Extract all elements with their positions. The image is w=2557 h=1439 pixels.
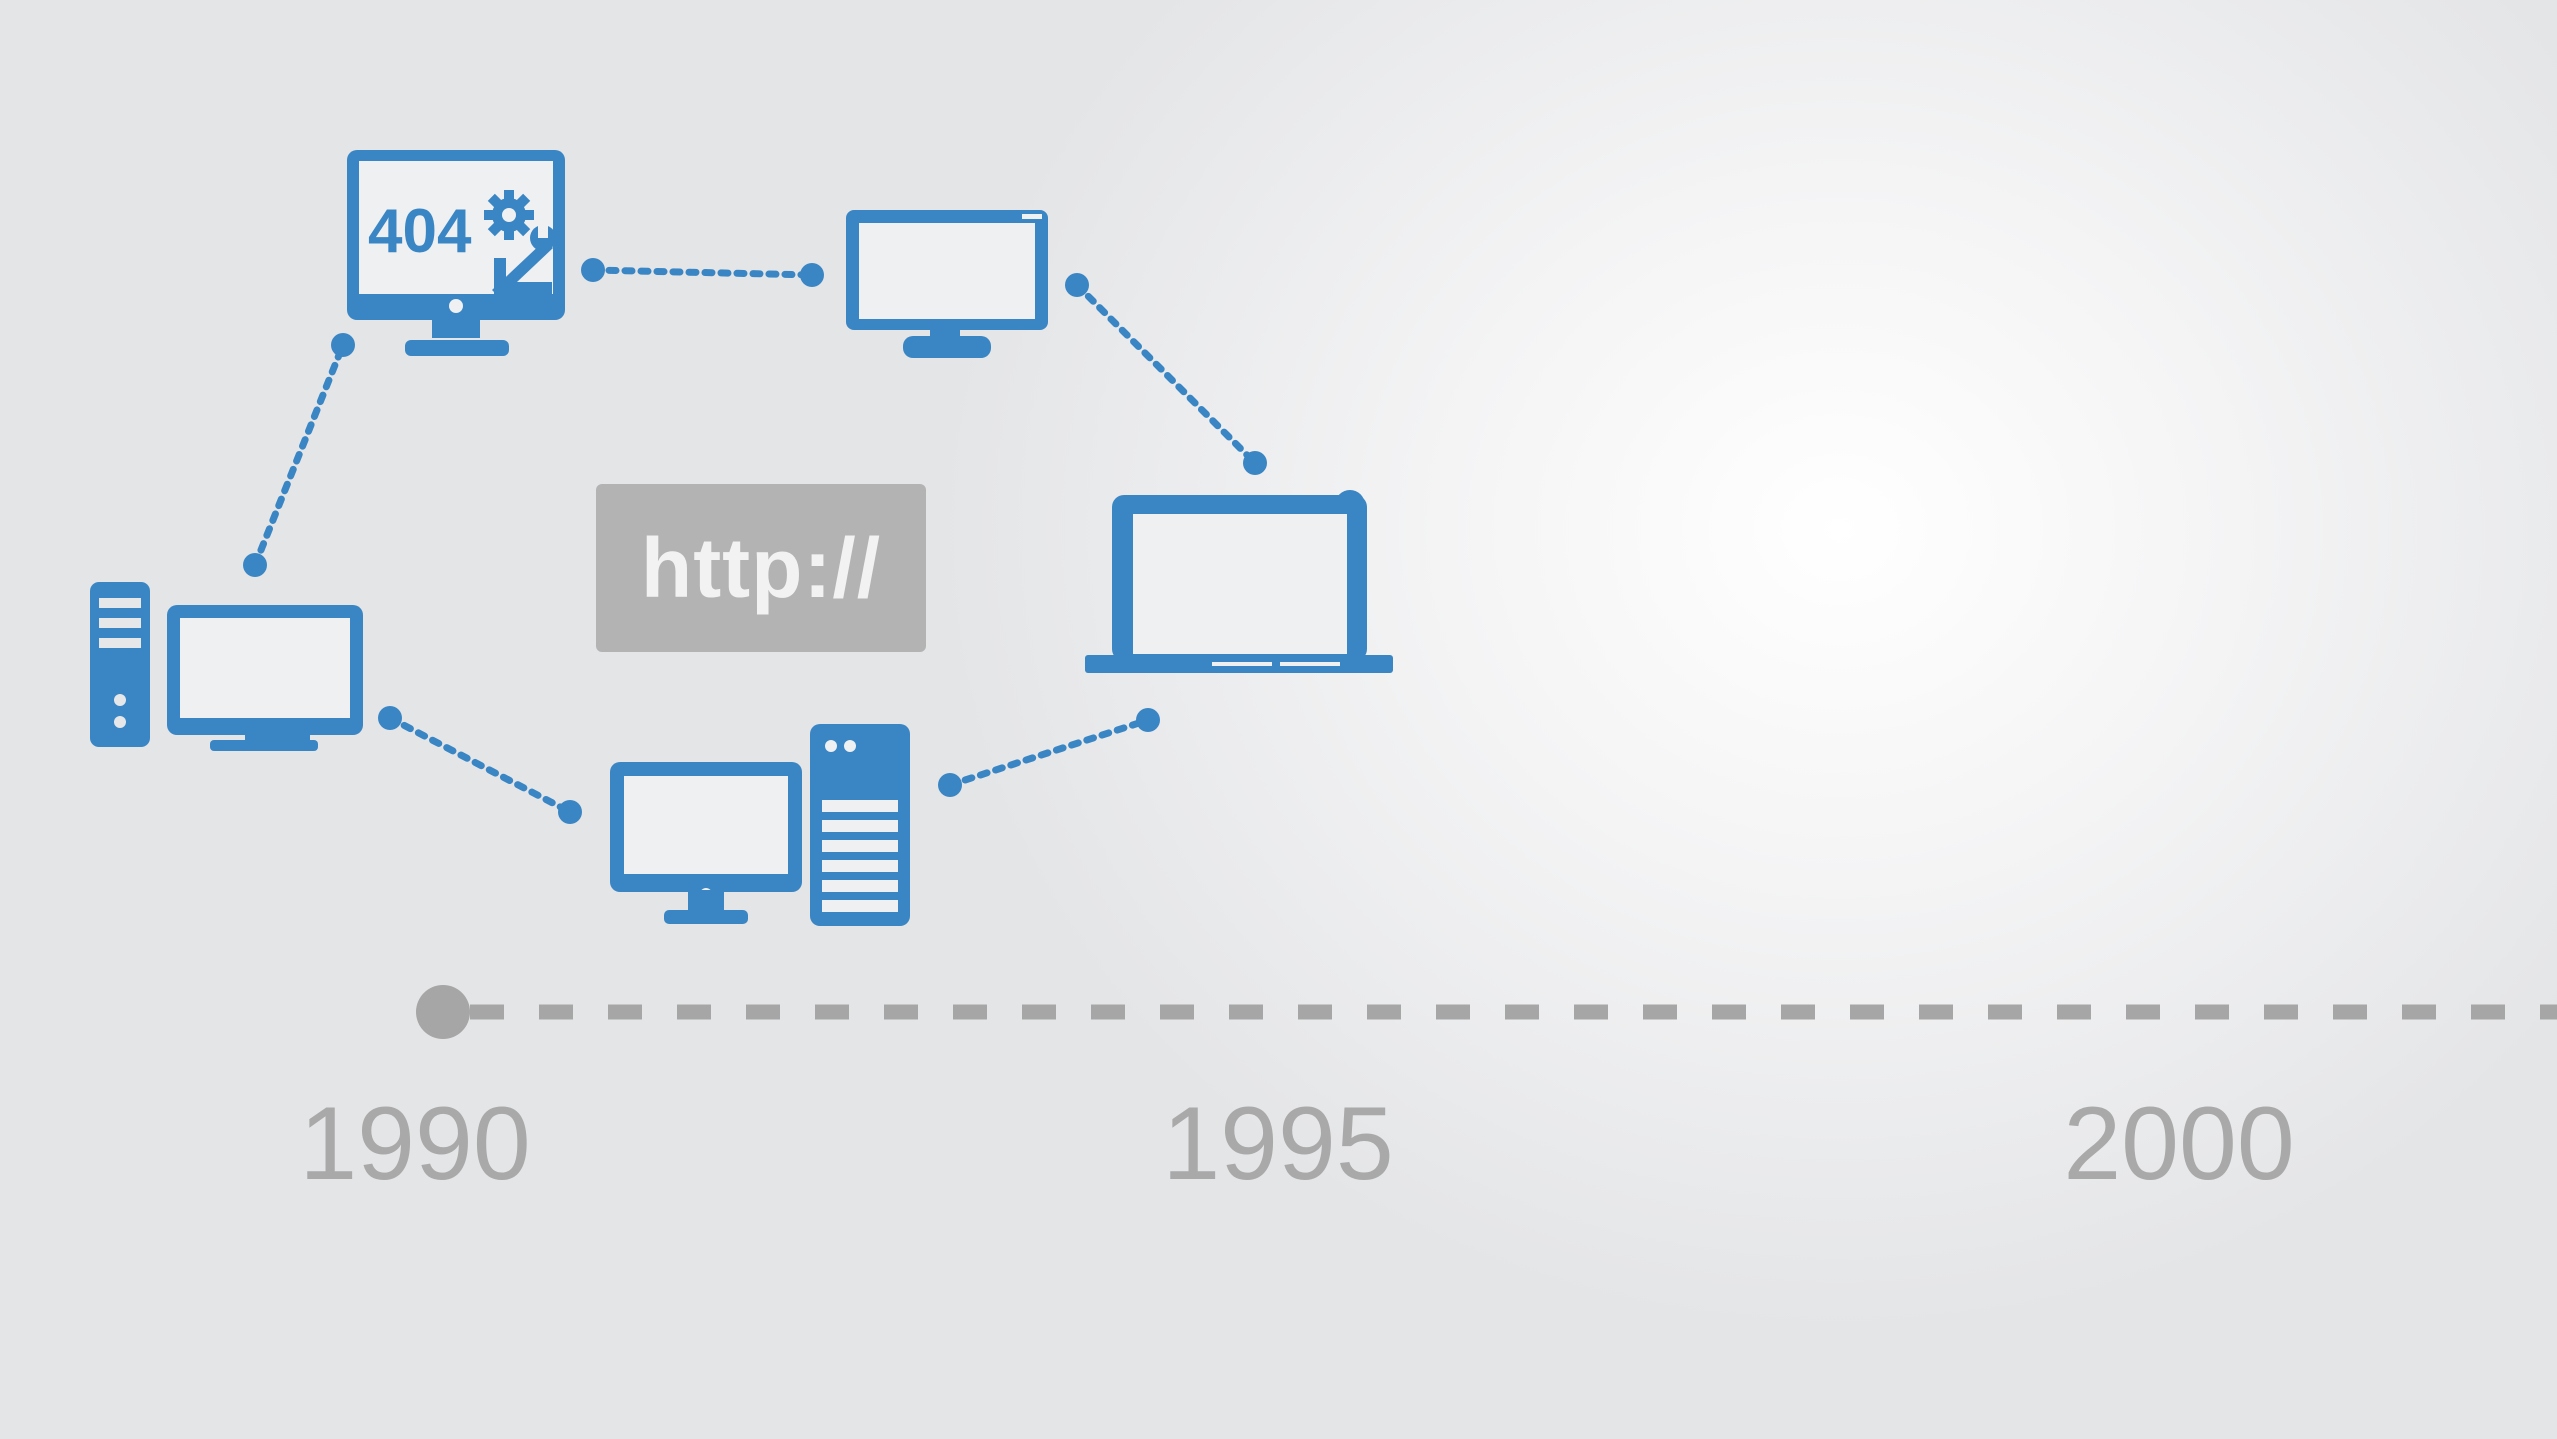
year-2000-label: 2000 — [2063, 1086, 2295, 1202]
timeline-start-dot — [416, 985, 470, 1039]
gear-icon — [484, 190, 534, 240]
monitor-icon — [846, 210, 1048, 358]
connector-left-top — [251, 341, 347, 569]
year-1990-label: 1990 — [299, 1086, 531, 1202]
desktop-tower-right-icon — [610, 724, 910, 926]
http-label-box: http:// — [596, 484, 926, 652]
http-label: http:// — [640, 520, 882, 615]
monitor-404-icon: 404 — [347, 150, 565, 356]
connector-top — [589, 266, 816, 279]
connector-bottom-left — [386, 714, 574, 816]
connector-bottom-right — [946, 716, 1152, 789]
laptop-icon — [1085, 495, 1393, 673]
connector-top-right — [1073, 281, 1259, 467]
desktop-tower-icon — [90, 582, 363, 751]
error-404-text: 404 — [368, 197, 472, 266]
network-connectors — [251, 266, 1259, 816]
wrench-icon — [492, 222, 556, 298]
year-1995-label: 1995 — [1162, 1086, 1394, 1202]
timeline — [416, 985, 2557, 1039]
